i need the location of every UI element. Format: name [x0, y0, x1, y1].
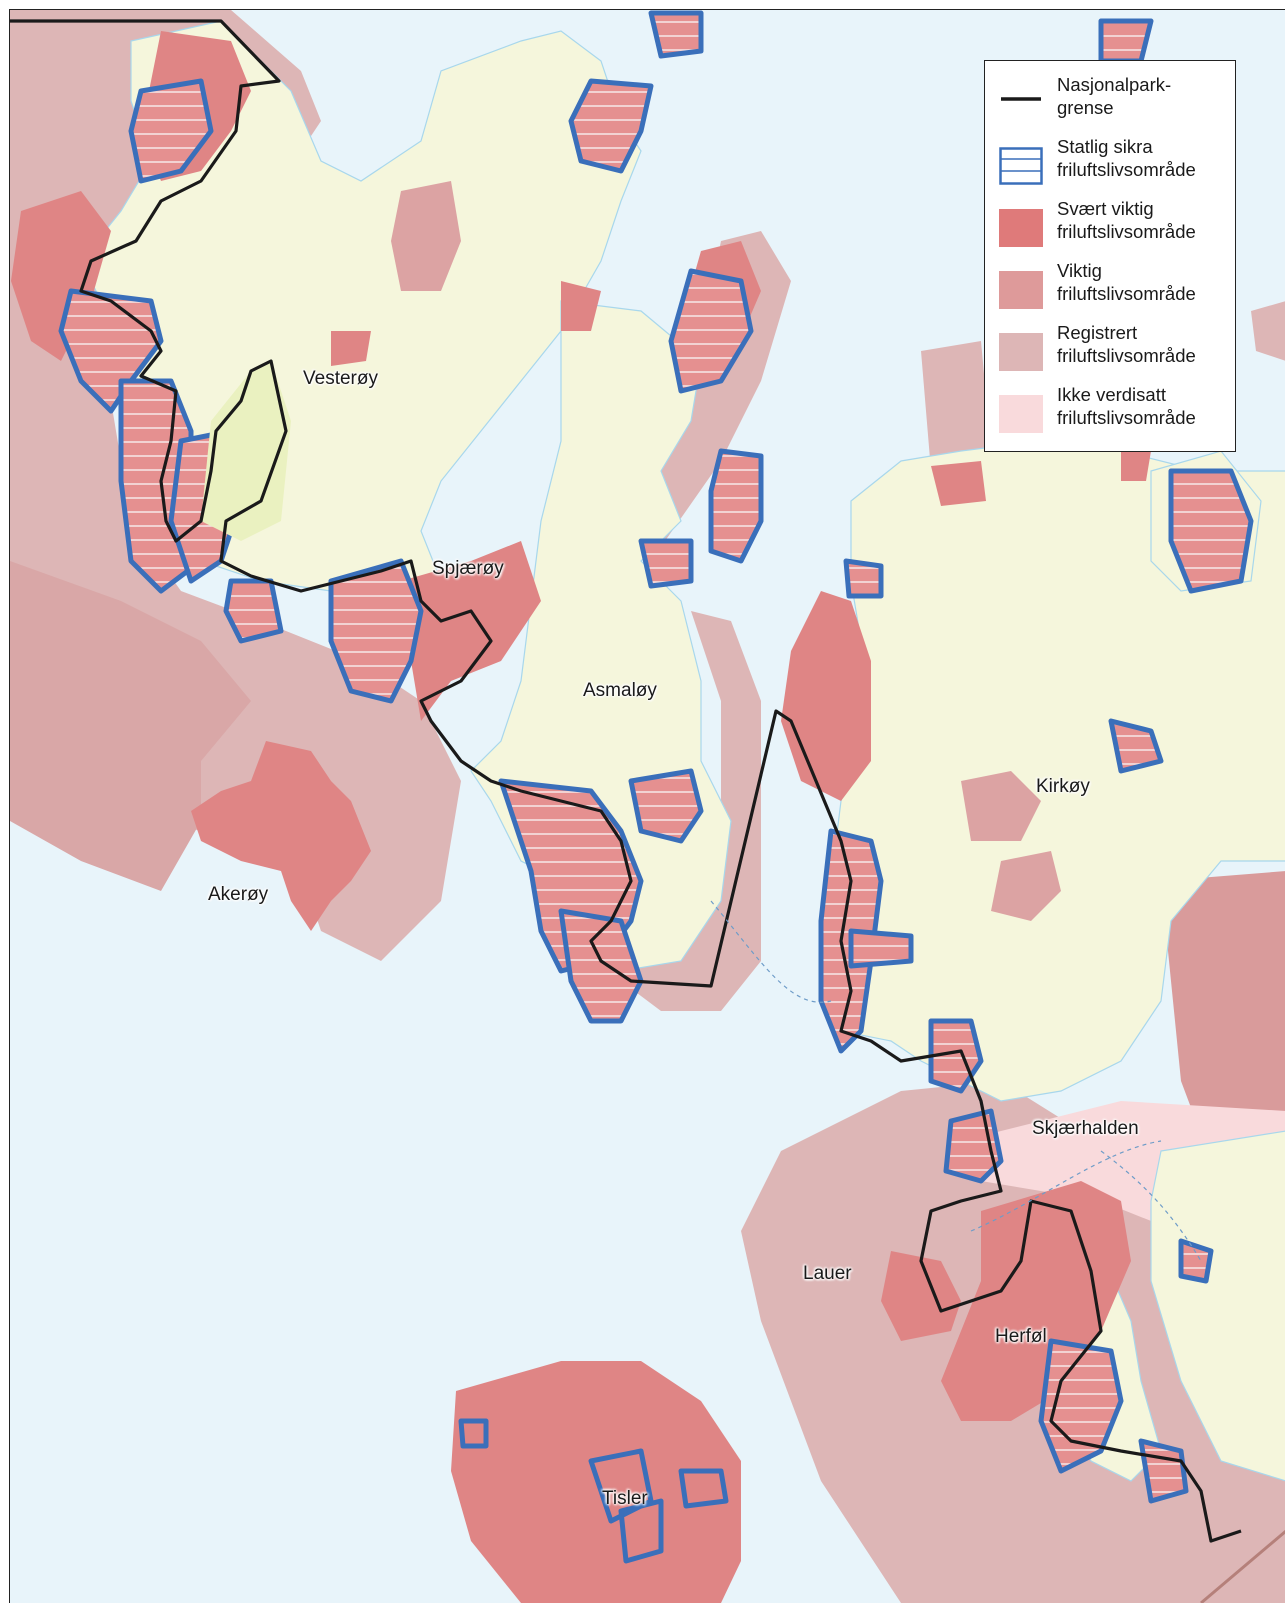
legend-label-border: Nasjonalpark- grense: [1057, 74, 1172, 118]
very-important-swatch: [999, 209, 1043, 247]
state-secured-areas: [58, 10, 1254, 1564]
legend-item-very-important: Svært viktig friluftslivsområde: [999, 197, 1235, 253]
legend-label-state-secured: Statlig sikra friluftslivsområde: [1057, 136, 1196, 180]
legend-item-border: Nasjonalpark- grense: [999, 73, 1235, 129]
place-label-skjarhalden: Skjærhalden: [1032, 1118, 1139, 1139]
place-label-kirkoy: Kirkøy: [1036, 776, 1090, 797]
border-line-swatch: [1001, 97, 1041, 101]
map-canvas[interactable]: [10, 10, 1285, 1603]
legend-item-important: Viktig friluftslivsområde: [999, 259, 1235, 315]
place-label-akeroy: Akerøy: [208, 884, 269, 905]
place-label-vesteroy: Vesterøy: [303, 368, 378, 389]
national-park-border: [10, 19, 1242, 1543]
ferry-routes: [710, 900, 1202, 1262]
important-swatch: [999, 271, 1043, 309]
legend-item-state-secured: Statlig sikra friluftslivsområde: [999, 135, 1235, 191]
place-label-lauer: Lauer: [803, 1263, 852, 1284]
legend-label-registered: Registrert friluftslivsområde: [1057, 322, 1196, 366]
legend-item-not-valued: Ikke verdisatt friluftslivsområde: [999, 383, 1235, 439]
legend-label-very-important: Svært viktig friluftslivsområde: [1057, 198, 1196, 242]
legend-label-not-valued: Ikke verdisatt friluftslivsområde: [1057, 384, 1196, 428]
legend-item-registered: Registrert friluftslivsområde: [999, 321, 1235, 377]
state-secured-swatch: [999, 147, 1043, 185]
map-legend: Nasjonalpark- grense Statlig sikra frilu…: [984, 60, 1236, 452]
place-label-tisler: Tisler: [602, 1488, 648, 1509]
not-valued-swatch: [999, 395, 1043, 433]
place-label-asmaloy: Asmaløy: [583, 680, 657, 701]
place-label-spjaroy: Spjærøy: [432, 558, 504, 579]
place-label-herfol: Herføl: [995, 1326, 1047, 1347]
registered-swatch: [999, 333, 1043, 371]
legend-label-important: Viktig friluftslivsområde: [1057, 260, 1196, 304]
